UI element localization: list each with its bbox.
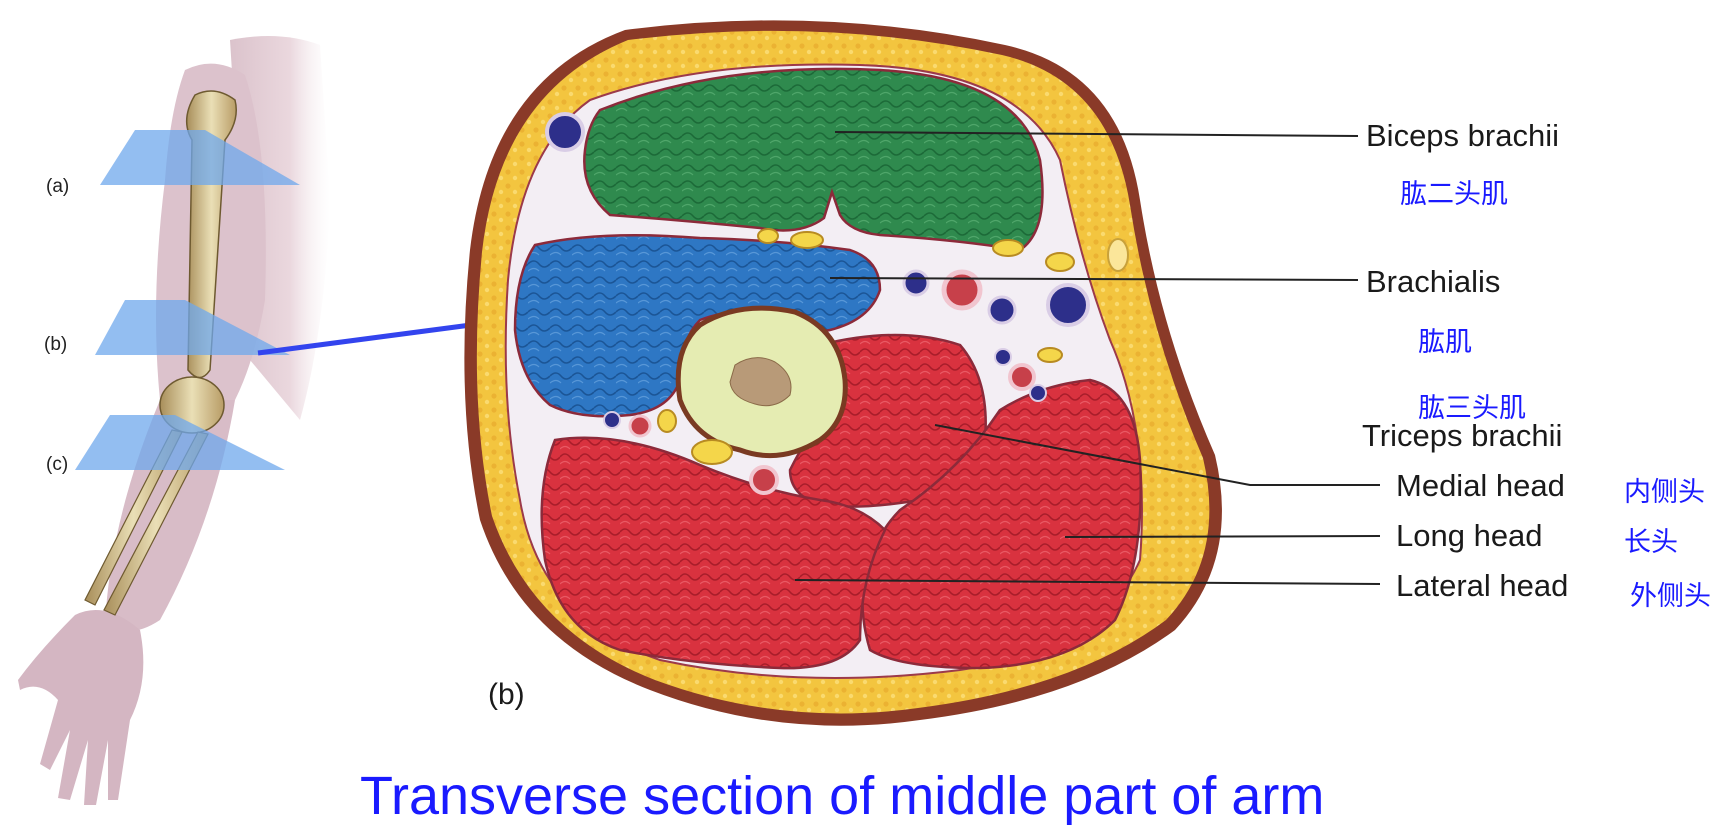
- label-lateral-head: Lateral head: [1396, 568, 1568, 604]
- artery-profunda-1: [630, 416, 650, 436]
- plane-label-a: (a): [46, 176, 69, 198]
- label-biceps-brachii-zh: 肱二头肌: [1400, 172, 1508, 211]
- label-medial-head-zh: 内侧头: [1624, 470, 1705, 509]
- leader-long-head: [1065, 536, 1380, 537]
- label-biceps-brachii: Biceps brachii: [1366, 118, 1559, 154]
- label-lateral-head-zh: 外侧头: [1630, 574, 1711, 613]
- nerve-median: [993, 240, 1023, 256]
- label-long-head: Long head: [1396, 518, 1543, 554]
- label-long-head-zh: 长头: [1624, 520, 1678, 559]
- vein-brachial-1: [904, 271, 928, 295]
- plane-label-c: (c): [46, 454, 68, 476]
- artery-profunda-2: [751, 467, 777, 493]
- nerve-radial-1: [658, 410, 676, 432]
- cross-section: [464, 20, 1222, 725]
- nerve-medial-cutaneous: [1108, 239, 1128, 271]
- artery-superior-ulnar: [1010, 365, 1034, 389]
- vein-brachial-2: [989, 297, 1015, 323]
- nerve-ulnar: [1046, 253, 1074, 271]
- nerve-radial-2: [692, 440, 732, 464]
- figure-title: Transverse section of middle part of arm: [360, 765, 1324, 827]
- vein-small-5: [604, 412, 620, 428]
- nerve-musculocutaneous: [791, 232, 823, 248]
- label-brachialis: Brachialis: [1366, 264, 1500, 300]
- vein-basilic: [1048, 285, 1088, 325]
- vein-cephalic: [547, 114, 583, 150]
- hand-skin: [18, 610, 143, 805]
- plane-c: [75, 415, 285, 470]
- vein-small-3: [995, 349, 1011, 365]
- nerve-small-2: [1038, 348, 1062, 362]
- label-triceps-brachii: Triceps brachii: [1362, 418, 1562, 454]
- arm-illustration: [18, 36, 486, 805]
- nerve-small-1: [758, 229, 778, 243]
- label-medial-head: Medial head: [1396, 468, 1565, 504]
- plane-label-b: (b): [44, 334, 67, 356]
- vein-small-4: [1030, 385, 1046, 401]
- label-brachialis-zh: 肱肌: [1418, 320, 1472, 359]
- panel-label: (b): [488, 678, 525, 712]
- artery-brachial: [944, 272, 980, 308]
